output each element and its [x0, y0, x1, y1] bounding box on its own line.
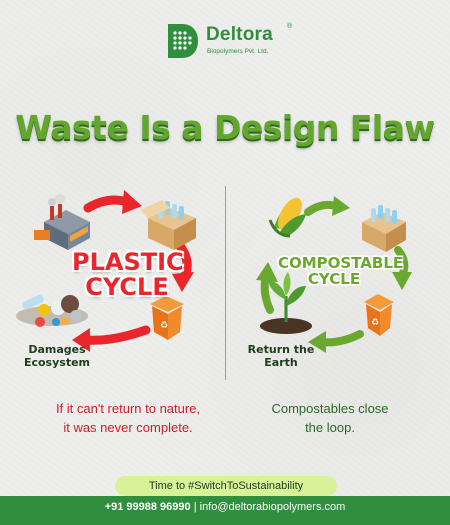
compostable-cycle-title: COMPOSTABLE CYCLE: [278, 254, 404, 288]
plastic-arrow-right: [172, 241, 194, 292]
corn-icon: [268, 197, 306, 238]
email-link[interactable]: info@deltorabiopolymers.com: [199, 501, 346, 513]
plastic-waste-pile-icon: [16, 294, 88, 327]
compost-title-line1: COMPOSTABLE: [278, 254, 404, 272]
plastic-arrow-top: [83, 190, 142, 214]
compost-title-line2: CYCLE: [307, 269, 361, 288]
compost-arrow-top: [304, 196, 350, 216]
brand-name: Deltora: [206, 24, 273, 45]
brand-tagline: Biopolymers Pvt. Ltd.: [207, 48, 269, 55]
contact-footer: +91 99988 96990 | info@deltorabiopolymer…: [0, 496, 450, 525]
factory-icon: [34, 194, 90, 250]
compost-arrow-right: [392, 246, 412, 290]
plastic-title-line1: PLASTIC: [72, 248, 184, 276]
brand-logo: Deltora ® Biopolymers Pvt. Ltd.: [166, 22, 296, 62]
deltora-logo-icon: [168, 24, 198, 58]
compost-box-of-bottles-icon: [362, 205, 406, 252]
plastic-message: If it can't return to nature, it was nev…: [28, 400, 228, 438]
svg-text:♻: ♻: [371, 318, 379, 328]
registered-mark: ®: [287, 23, 293, 30]
compostable-message: Compostables close the loop.: [255, 400, 405, 438]
message-line2: the loop.: [305, 419, 355, 435]
plastic-arrow-bottom: [72, 325, 151, 352]
phone-number[interactable]: +91 99988 96990: [104, 501, 191, 513]
compost-arrow-left: [256, 262, 278, 314]
plastic-box-of-bottles-icon: [140, 200, 196, 250]
message-line2: it was never complete.: [63, 419, 193, 435]
footer-separator: |: [190, 501, 200, 513]
plastic-title-line2: CYCLE: [85, 273, 169, 302]
caption-line1: Damages: [28, 343, 86, 356]
sprout-icon: [260, 272, 312, 334]
svg-text:♻: ♻: [160, 321, 168, 331]
caption-line2: Ecosystem: [23, 355, 91, 369]
message-line1: If it can't return to nature,: [55, 401, 201, 416]
damages-ecosystem-caption: Damages Ecosystem: [22, 343, 92, 369]
return-earth-caption: Return the Earth: [246, 343, 316, 369]
plastic-cycle-title: PLASTIC CYCLE: [72, 248, 184, 302]
compost-bin-icon: ♻: [364, 294, 394, 336]
plastic-bin-icon: ♻: [150, 296, 184, 340]
caption-line1: Return the: [247, 343, 315, 356]
center-divider: [225, 186, 226, 380]
cta-pill: Time to #SwitchToSustainability: [115, 476, 337, 496]
page-title: Waste Is a Design Flaw: [15, 108, 435, 147]
compost-arrow-bottom: [308, 330, 364, 353]
message-line1: Compostables close: [271, 401, 389, 416]
caption-line2: Earth: [264, 355, 298, 369]
